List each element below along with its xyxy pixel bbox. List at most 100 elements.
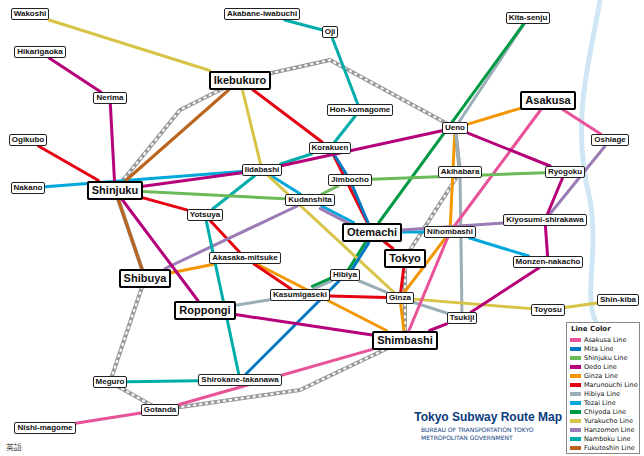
subway-line-segment	[213, 176, 255, 209]
legend-entry: Namboku Line	[570, 434, 637, 443]
station-name: Toyosu	[534, 305, 562, 314]
subway-line-segment	[379, 24, 524, 223]
subway-line-segment	[45, 172, 241, 187]
station-name: Nihombashi	[427, 227, 473, 236]
station-name: Monzen-nakacho	[516, 257, 581, 266]
station-name: Shin-kiba	[600, 295, 636, 304]
legend-swatch	[570, 410, 581, 414]
subway-line-segment	[49, 58, 101, 92]
station-name: Ogikubo	[12, 135, 44, 144]
jr-yamanote-loop-hatch	[110, 60, 460, 410]
station-name: Iidabashi	[245, 165, 280, 174]
subway-line-segment	[550, 146, 605, 214]
legend-swatch	[570, 428, 581, 432]
station-name: Jimbocho	[331, 175, 369, 184]
subway-line-segment	[547, 178, 562, 214]
station-box: Shirokane-takanawa	[198, 374, 281, 386]
station-name: Kita-senju	[509, 13, 548, 22]
subway-line-segment	[143, 198, 187, 210]
publisher-note: BUREAU OF TRANSPORTATION TOKYO METROPOLI…	[420, 426, 562, 442]
legend-heading: Line Color	[570, 325, 637, 334]
station-name: Shinjuku	[92, 184, 138, 196]
subway-line-segment	[206, 221, 238, 374]
station-name: Nishi-magome	[17, 423, 72, 432]
subway-line-segment	[414, 299, 531, 309]
legend-entry: Ginza Line	[570, 371, 637, 380]
legend-text: Hibiya Line	[584, 390, 620, 398]
station-name: Roppongi	[179, 304, 230, 316]
station-box: Shin-kiba	[597, 294, 639, 306]
subway-line-segment	[450, 134, 454, 226]
station-box: Kita-senju	[506, 12, 551, 24]
subway-line-segment	[312, 278, 330, 286]
subway-line-segment	[335, 116, 356, 142]
subway-line-segment	[179, 349, 372, 404]
subway-line-segment	[470, 238, 529, 256]
subway-line-segment	[236, 300, 270, 305]
subway-line-segment	[165, 206, 297, 269]
station-box: Nakano	[11, 182, 46, 194]
station-name: Oshiage	[594, 135, 626, 144]
legend-entry: Yurakucho Line	[570, 416, 637, 425]
station-name: Gotanda	[144, 405, 176, 414]
subway-line-segment	[253, 90, 322, 143]
station-name: Ginza	[389, 293, 411, 302]
station-box: Ryogoku	[545, 166, 585, 178]
subway-line-segment	[127, 381, 198, 382]
subway-line-segment	[468, 133, 550, 166]
legend-entry: Shinjuku Line	[570, 353, 637, 362]
station-name: Ikebukuro	[214, 74, 267, 86]
station-box: Nishi-magome	[14, 422, 75, 434]
subway-line-segment	[332, 38, 357, 104]
legend-swatch	[570, 365, 581, 369]
station-box: Iidabashi	[242, 164, 283, 176]
major-station-box: Shimbashi	[372, 331, 438, 350]
legend-text: Chiyoda Line	[584, 408, 626, 416]
legend-entry: Fukutoshin Line	[570, 443, 637, 452]
legend-swatch	[570, 374, 581, 378]
subway-line-segment	[401, 304, 404, 331]
subway-line-segment	[76, 413, 141, 423]
subway-line-segment	[236, 315, 373, 335]
station-name: Korakuen	[312, 143, 349, 152]
station-box: Hon-komagome	[327, 104, 393, 116]
legend-swatch	[570, 356, 581, 360]
legend-swatch	[570, 401, 581, 405]
station-box: Jimbocho	[328, 174, 372, 186]
subway-line-segment	[143, 191, 285, 198]
legend-swatch	[570, 446, 581, 450]
station-name: Akasaka-mitsuke	[212, 253, 277, 262]
legend-box: Line ColorAsakusa LineMita LineShinjuku …	[566, 322, 640, 454]
station-name: Hikarigaoka	[17, 47, 62, 56]
station-box: Nihombashi	[424, 226, 476, 238]
subway-line-segment	[430, 324, 447, 331]
legend-swatch	[570, 392, 581, 396]
station-name: Yotsuya	[190, 210, 221, 219]
subway-line-segment	[242, 90, 260, 165]
station-name: Kudanshita	[288, 195, 332, 204]
station-box: Tsukiji	[447, 312, 478, 324]
subway-line-segment	[333, 154, 367, 223]
subway-line-segment	[322, 186, 338, 194]
subway-line-segment	[282, 131, 442, 166]
station-name: Wakoshi	[14, 9, 47, 18]
station-box: Oshiage	[591, 134, 629, 146]
subway-line-segment	[565, 303, 597, 308]
legend-entry: Chiyoda Line	[570, 407, 637, 416]
subway-line-segment	[49, 20, 210, 71]
station-box: Ogikubo	[9, 134, 47, 146]
station-box: Akabane-iwabuchi	[224, 8, 300, 20]
legend-entry: Marunouchi Line	[570, 380, 637, 389]
subway-line-segment	[353, 186, 368, 223]
subway-line-segment	[351, 243, 368, 271]
legend-swatch	[570, 383, 581, 387]
station-name: Asakusa	[525, 94, 570, 106]
station-name: Kasumigaseki	[273, 290, 327, 299]
station-name: Nakano	[14, 183, 43, 192]
station-box: Hibiya	[330, 269, 360, 281]
subway-line-segment	[471, 268, 539, 312]
language-tag: 英語	[5, 443, 37, 453]
station-box: Wakoshi	[11, 8, 50, 20]
legend-entry: Asakusa Line	[570, 335, 637, 344]
legend-text: Asakusa Line	[584, 336, 626, 344]
